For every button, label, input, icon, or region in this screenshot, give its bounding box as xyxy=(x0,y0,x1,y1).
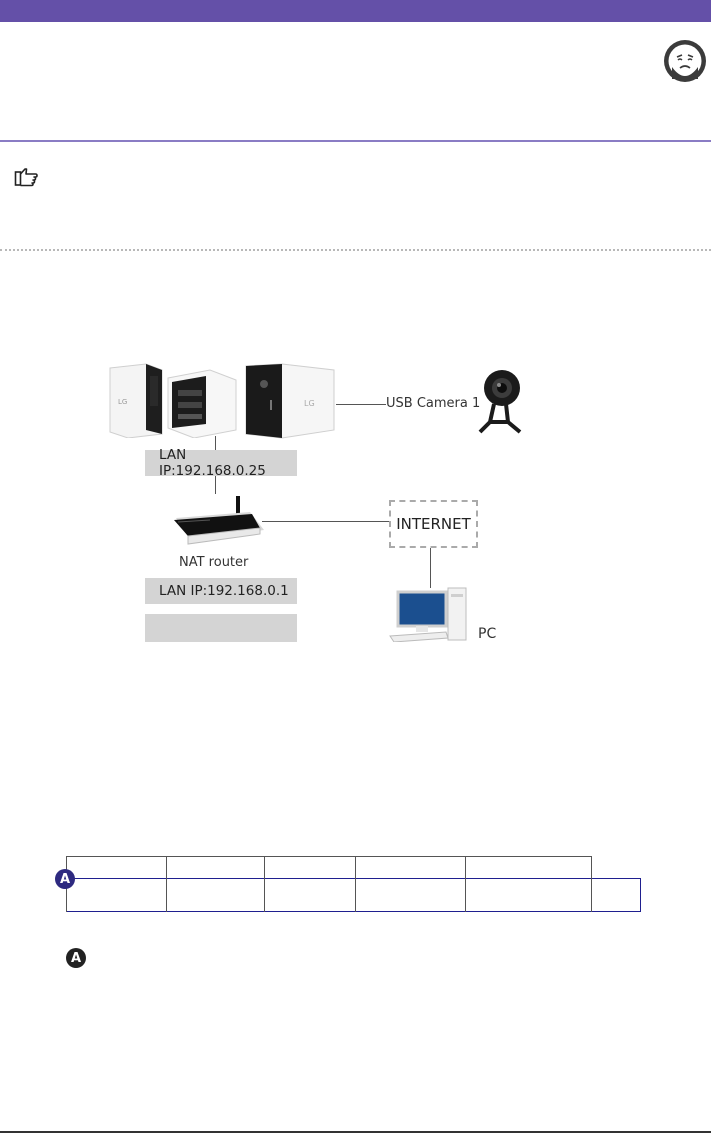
router-image xyxy=(170,494,266,552)
pc-label: PC xyxy=(478,626,497,642)
internet-cloud-box: INTERNET xyxy=(389,500,478,548)
table-right-border xyxy=(640,878,641,912)
table-column-divider xyxy=(465,856,466,912)
router-lan-ip-box: LAN IP:192.168.0.1 xyxy=(145,578,297,604)
settings-table: A xyxy=(55,856,641,912)
table-bottom-border xyxy=(66,911,641,912)
router-label: NAT router xyxy=(179,555,249,570)
nas-device-3-image: LG xyxy=(242,362,336,440)
usb-camera-image xyxy=(476,366,524,436)
nas-device-2-image xyxy=(166,368,238,439)
svg-text:LG: LG xyxy=(118,398,127,406)
table-header-divider xyxy=(66,878,641,879)
svg-text:LG: LG xyxy=(304,399,315,408)
nas-uplink-line xyxy=(215,436,216,450)
header-divider xyxy=(0,140,711,142)
table-column-divider xyxy=(166,856,167,912)
table-column-divider xyxy=(264,856,265,912)
network-diagram: LG LG USB Camera 1 xyxy=(106,362,524,643)
nas-device-1-image: LG xyxy=(106,362,164,439)
usb-connection-line xyxy=(336,404,386,405)
nas-lan-ip-box: LAN IP:192.168.0.25 xyxy=(145,447,297,479)
note-pointer-icon xyxy=(14,166,38,188)
pc-image xyxy=(388,586,474,643)
table-top-border xyxy=(66,856,591,857)
footer-rule xyxy=(0,1131,711,1133)
table-marker-badge: A xyxy=(55,869,75,889)
table-column-divider xyxy=(591,856,592,912)
router-wan-ip-box xyxy=(145,614,297,642)
router-internet-line xyxy=(262,521,389,522)
table-column-divider xyxy=(355,856,356,912)
note-marker-badge: A xyxy=(66,948,86,968)
header-bar xyxy=(0,0,711,22)
internet-pc-line xyxy=(430,548,431,588)
section-divider xyxy=(0,249,711,251)
usb-camera-label: USB Camera 1 xyxy=(386,396,481,411)
nas-router-line xyxy=(215,476,216,494)
face-icon xyxy=(663,39,707,83)
